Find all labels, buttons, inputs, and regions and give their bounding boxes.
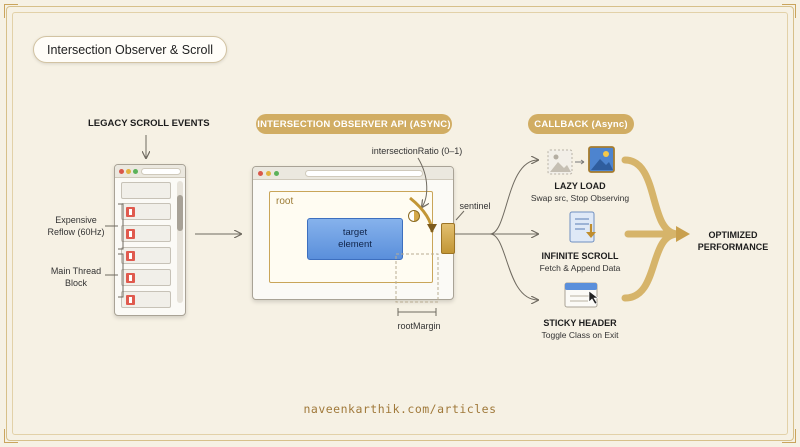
callback-section-label: CALLBACK (Async): [528, 114, 634, 134]
sentinel-label: sentinel: [459, 201, 491, 211]
reflow-alert-icon: [126, 207, 135, 217]
branch-to-sticky-header: [489, 233, 538, 300]
scrollbar-thumb[interactable]: [177, 195, 183, 231]
list-item-reflow: [121, 291, 171, 308]
branch-to-lazy-load: [489, 160, 538, 235]
close-dot-icon: [119, 169, 124, 174]
scrollbar-track[interactable]: [177, 181, 183, 303]
reflow-alert-icon: [126, 251, 135, 261]
root-margin-label: rootMargin: [397, 321, 441, 331]
minimize-dot-icon: [266, 171, 271, 176]
merge-arrowhead: [676, 226, 690, 242]
legacy-browser-window: [114, 164, 186, 316]
ratio-label-arrow: [417, 157, 427, 207]
sentinel-label-arrow: [455, 210, 465, 221]
optimized-performance-label: OPTIMIZED PERFORMANCE: [697, 230, 769, 252]
image-placeholder-icon: [547, 149, 573, 175]
sticky-header-desc: Toggle Class on Exit: [541, 330, 619, 340]
close-dot-icon: [258, 171, 263, 176]
url-bar: [305, 170, 423, 177]
infinite-scroll-desc: Fetch & Append Data: [539, 263, 621, 273]
root-label: root: [276, 196, 294, 207]
main-thread-block-label: Main Thread Block: [50, 266, 102, 288]
sticky-header-title: STICKY HEADER: [543, 318, 617, 328]
lazy-load-title: LAZY LOAD: [554, 181, 606, 191]
cursor-icon: [588, 290, 599, 305]
list-item-reflow: [121, 203, 171, 220]
corner-ornament-tl: [4, 4, 18, 18]
merge-from-lazy-load: [621, 156, 682, 238]
outer-frame: [6, 6, 794, 441]
corner-ornament-br: [782, 429, 796, 443]
sentinel-element: [441, 223, 455, 254]
inner-frame: [12, 12, 788, 435]
loaded-image-icon: [588, 146, 615, 173]
intersection-ratio-label: intersectionRatio (0–1): [371, 146, 463, 156]
minimize-dot-icon: [126, 169, 131, 174]
root-margin-dimension: [397, 308, 437, 316]
footer-link[interactable]: naveenkarthik.com/articles: [303, 402, 497, 416]
document-list-icon: [569, 211, 595, 243]
reflow-alert-icon: [126, 295, 135, 305]
url-bar: [141, 168, 181, 175]
reflow-alert-icon: [126, 273, 135, 283]
legacy-section-label: LEGACY SCROLL EVENTS: [88, 118, 210, 129]
corner-ornament-tr: [782, 4, 796, 18]
intersection-ratio-icon: [408, 210, 420, 222]
infinite-scroll-title: INFINITE SCROLL: [541, 251, 619, 261]
list-item-reflow: [121, 247, 171, 264]
merge-from-sticky-header: [621, 230, 682, 302]
maximize-dot-icon: [274, 171, 279, 176]
lazy-load-desc: Swap src, Stop Observing: [530, 193, 630, 203]
reflow-alert-icon: [126, 229, 135, 239]
browser-titlebar: [253, 167, 453, 180]
list-item-reflow: [121, 225, 171, 242]
download-arrow-icon: [586, 224, 596, 238]
block-bracket: [105, 253, 124, 298]
list-item: [121, 182, 171, 199]
corner-ornament-bl: [4, 429, 18, 443]
observer-browser-window: root target element: [252, 166, 454, 300]
diagram-title: Intersection Observer & Scroll: [33, 36, 227, 63]
maximize-dot-icon: [133, 169, 138, 174]
reflow-label: Expensive Reflow (60Hz): [47, 215, 105, 237]
root-margin-area: [395, 253, 439, 303]
list-item-reflow: [121, 269, 171, 286]
api-section-label: INTERSECTION OBSERVER API (ASYNC): [256, 114, 452, 134]
browser-titlebar: [115, 165, 185, 178]
reflow-bracket: [105, 203, 124, 250]
ratio-curve-arrow: [409, 196, 437, 233]
target-element: target element: [307, 218, 403, 260]
